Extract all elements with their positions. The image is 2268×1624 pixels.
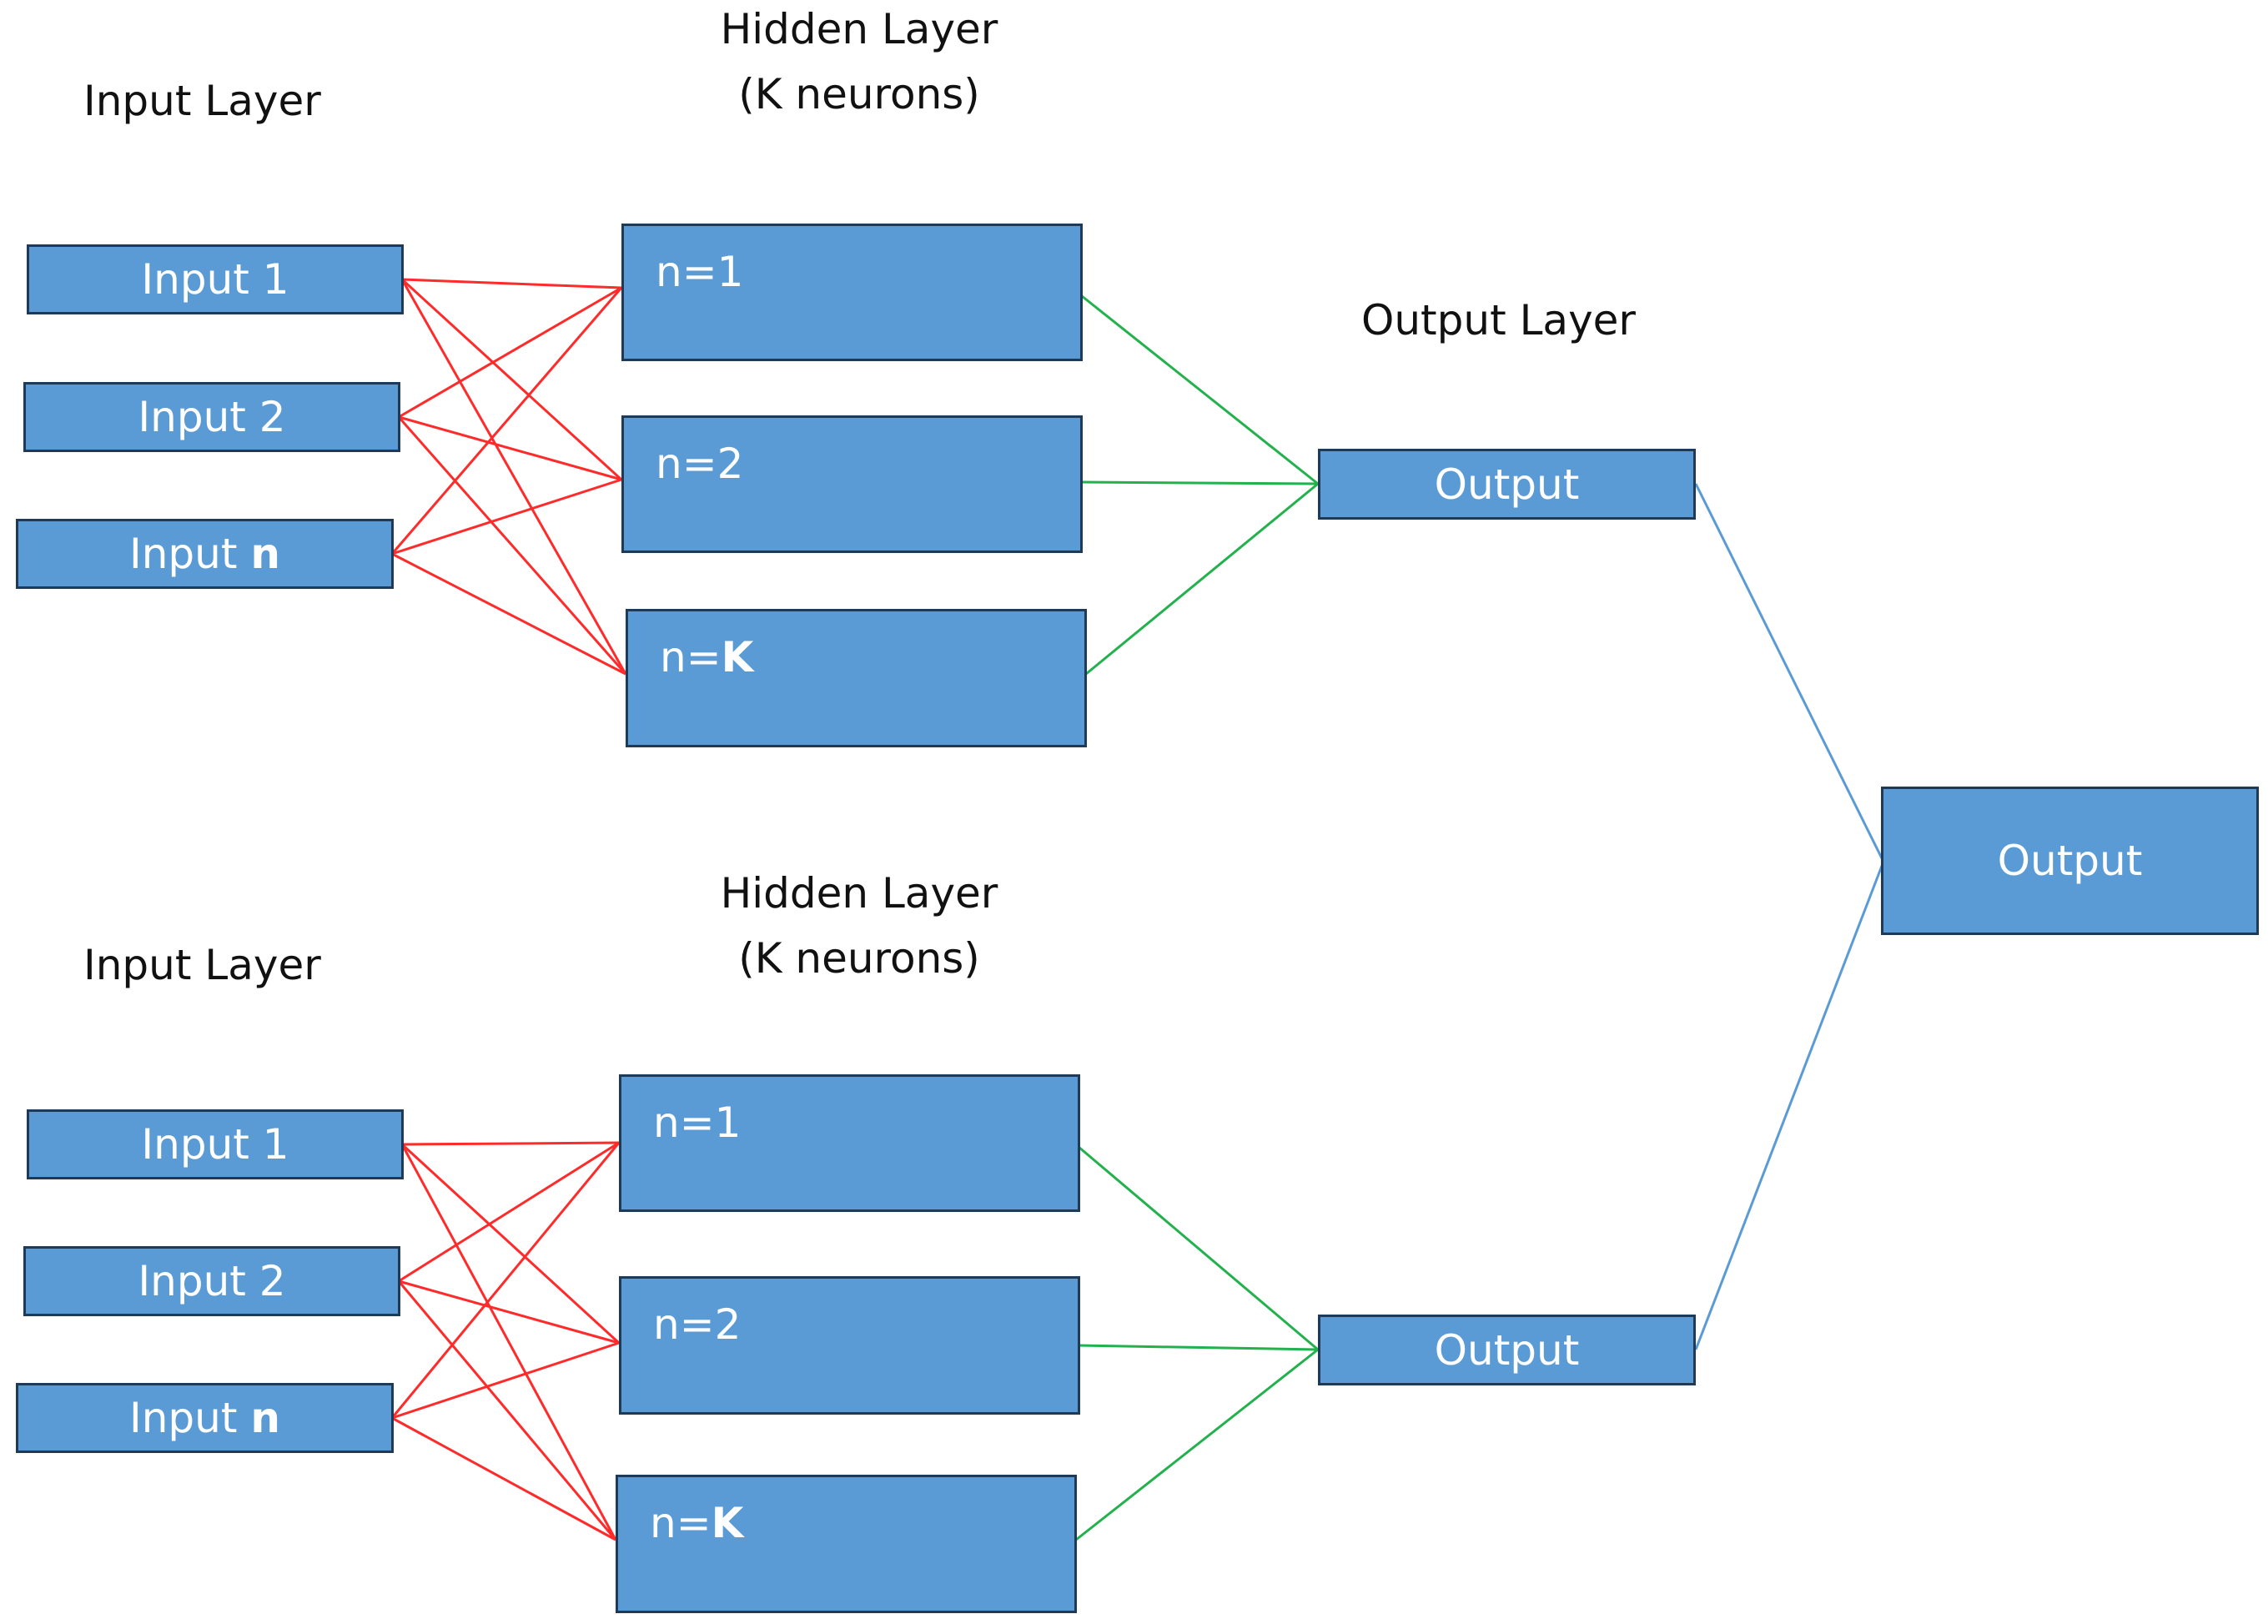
- wire-top-in1-h2: [400, 278, 623, 481]
- top-input-node-2: Input 2: [23, 382, 400, 452]
- wire-top-in2-h1: [398, 286, 622, 419]
- top-hidden-layer-title: Hidden Layer (K neurons): [692, 5, 1026, 118]
- top-input-node-n: Input n: [16, 519, 394, 589]
- wire-bot-in2-hk: [397, 1280, 617, 1541]
- wire-bot-h2-out: [1078, 1344, 1319, 1351]
- top-input-node-1: Input 1: [27, 244, 404, 314]
- top-output-node: Output: [1318, 449, 1696, 520]
- wire-bot-in2-h2: [398, 1280, 620, 1345]
- bottom-hidden-layer-subtitle: (K neurons): [738, 934, 980, 983]
- wire-top-out-final: [1694, 483, 1885, 862]
- node-label: n=K: [660, 633, 754, 681]
- wire-bot-inn-h2: [391, 1341, 620, 1420]
- top-hidden-node-1: n=1: [621, 224, 1083, 361]
- bottom-input-node-1: Input 1: [27, 1109, 404, 1179]
- bottom-output-node: Output: [1318, 1315, 1696, 1385]
- top-input-layer-title: Input Layer: [83, 77, 321, 125]
- bottom-input-layer-title: Input Layer: [83, 941, 321, 989]
- wire-top-in2-h2: [398, 415, 622, 481]
- wire-top-inn-h2: [391, 478, 622, 556]
- bottom-network-connections: [390, 1141, 1319, 1541]
- wire-bot-in1-hk: [400, 1144, 617, 1541]
- top-hidden-layer-name: Hidden Layer: [720, 5, 998, 53]
- wire-top-hk-out: [1085, 482, 1319, 676]
- top-network-connections: [390, 278, 1319, 676]
- bottom-hidden-node-k: n=K: [616, 1475, 1077, 1613]
- node-label: n=2: [653, 1300, 742, 1349]
- bottom-hidden-node-1: n=1: [619, 1074, 1080, 1212]
- top-hidden-node-k: n=K: [626, 609, 1087, 747]
- wire-bot-inn-h1: [390, 1142, 621, 1419]
- node-label: Input n: [129, 530, 280, 578]
- node-label: Input 2: [138, 393, 286, 441]
- wire-top-inn-h1: [390, 287, 623, 555]
- wire-bot-in1-h1: [401, 1141, 620, 1146]
- wire-top-in1-hk: [400, 279, 627, 675]
- wire-top-in2-hk: [397, 416, 627, 675]
- output-layer-title: Output Layer: [1361, 296, 1636, 344]
- node-label: n=2: [656, 440, 744, 488]
- node-label: Output: [1434, 1325, 1580, 1375]
- bottom-input-node-n: Input n: [16, 1383, 394, 1453]
- node-label: Input 2: [138, 1257, 286, 1305]
- wire-top-h1-out: [1081, 294, 1319, 485]
- bottom-input-node-2: Input 2: [23, 1246, 400, 1316]
- wire-bot-out-final: [1694, 861, 1885, 1350]
- wire-bot-h1-out: [1078, 1145, 1319, 1351]
- node-label: Input 1: [141, 255, 289, 304]
- node-label: Output: [1434, 460, 1580, 509]
- node-label: n=K: [650, 1499, 744, 1547]
- wire-top-inn-hk: [391, 552, 626, 676]
- final-output-node: Output: [1881, 787, 2259, 935]
- wire-bot-in1-h2: [400, 1143, 621, 1345]
- node-label: Input n: [129, 1394, 280, 1442]
- wire-bot-hk-out: [1075, 1348, 1319, 1541]
- top-hidden-node-2: n=2: [621, 415, 1083, 553]
- bottom-hidden-layer-title: Hidden Layer (K neurons): [692, 869, 1026, 983]
- wire-top-h2-out: [1081, 480, 1319, 485]
- node-label: n=1: [656, 248, 744, 296]
- bottom-hidden-node-2: n=2: [619, 1276, 1080, 1415]
- wire-top-in1-h1: [401, 278, 622, 289]
- bottom-hidden-layer-name: Hidden Layer: [720, 869, 998, 918]
- final-output-connections: [1694, 483, 1885, 1350]
- node-label: n=1: [653, 1099, 742, 1147]
- wire-bot-in2-h1: [398, 1141, 620, 1283]
- top-hidden-layer-subtitle: (K neurons): [738, 70, 980, 118]
- node-label: Output: [1997, 837, 2143, 885]
- wire-bot-inn-hk: [391, 1416, 616, 1541]
- node-label: Input 1: [141, 1120, 289, 1169]
